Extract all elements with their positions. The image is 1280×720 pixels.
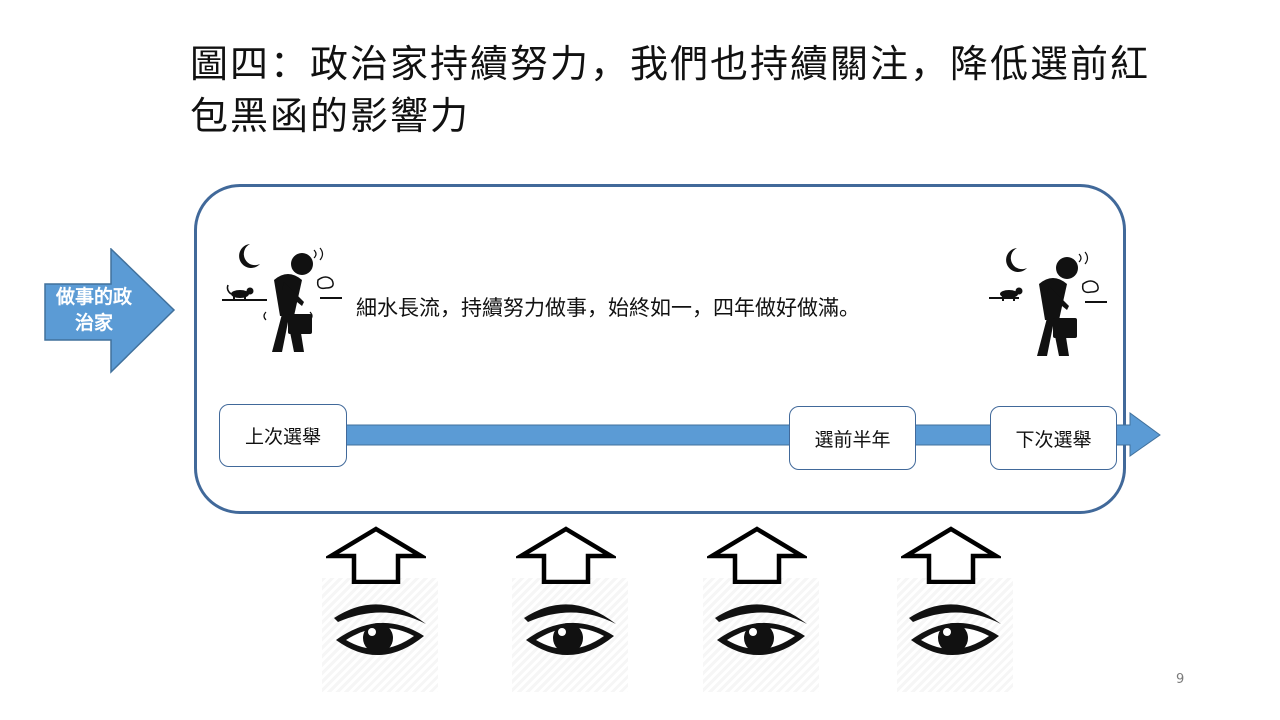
last-election-label: 上次選舉 <box>244 426 321 448</box>
up-arrow-icon <box>516 526 616 584</box>
half-year-before-box: 選前半年 <box>789 406 916 470</box>
cat-icon <box>226 284 254 301</box>
timeline-arrow <box>340 412 1161 457</box>
eye-icon <box>524 604 616 656</box>
up-arrow-icon <box>707 526 807 584</box>
eye-icon <box>334 604 426 656</box>
watching-eye-group <box>322 526 438 692</box>
tired-worker-icon <box>222 244 342 352</box>
eye-icon <box>909 604 1001 656</box>
page-number: 9 <box>1176 672 1185 687</box>
moon-icon <box>1006 248 1027 272</box>
watching-eye-group <box>703 526 819 692</box>
watching-eye-group <box>512 526 628 692</box>
tired-worker-icon <box>989 248 1107 356</box>
moon-icon <box>239 244 260 268</box>
next-election-label: 下次選舉 <box>1015 428 1092 451</box>
watching-eye-group <box>897 526 1013 692</box>
politician-label: 做事的政治家 <box>55 286 132 334</box>
up-arrow-icon <box>326 526 426 584</box>
eye-icon <box>715 604 807 656</box>
steady-work-statement: 細水長流，持續努力做事，始終如一，四年做好做滿。 <box>356 296 860 320</box>
page-title: 圖四：政治家持續努力，我們也持續關注，降低選前紅包黑函的影響力 <box>190 42 1151 138</box>
last-election-box: 上次選舉 <box>219 404 347 467</box>
next-election-box: 下次選舉 <box>990 406 1117 470</box>
up-arrow-icon <box>901 526 1001 584</box>
politician-arrow <box>44 248 176 374</box>
cat-icon <box>1000 287 1023 301</box>
half-year-before-label: 選前半年 <box>814 428 891 451</box>
timeline-frame <box>194 184 1126 514</box>
